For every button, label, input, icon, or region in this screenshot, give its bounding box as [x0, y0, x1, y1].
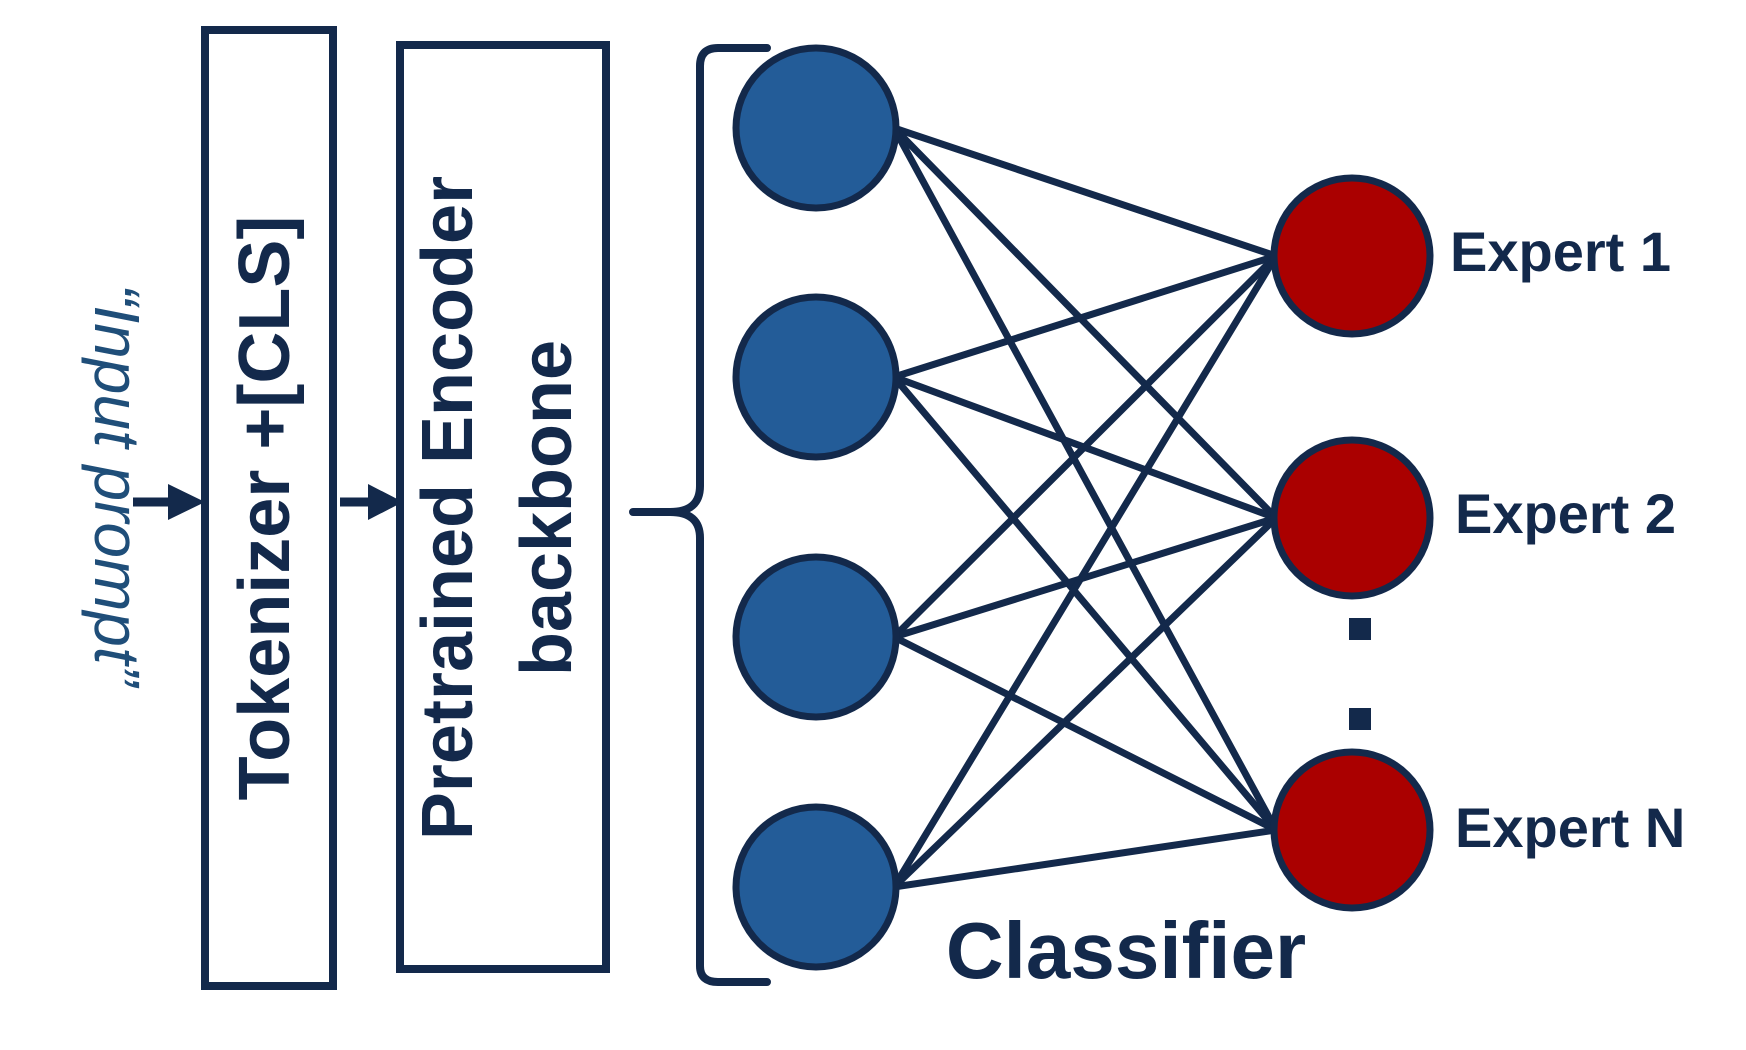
- expert-label-2: Expert 2: [1455, 482, 1676, 545]
- ellipsis-dot-1: [1349, 618, 1371, 640]
- classifier-edges: [890, 124, 1280, 891]
- encoder-label-line1: Pretrained Encoder: [408, 176, 488, 840]
- edge-input-4-to-expert-3: [890, 826, 1280, 891]
- classifier-label: Classifier: [946, 906, 1306, 995]
- tokenizer-label: Tokenizer +[CLS]: [225, 216, 305, 801]
- expert-label-n: Expert N: [1455, 796, 1685, 859]
- tokenizer-box: [201, 26, 337, 990]
- input-node-4: [732, 803, 900, 971]
- edge-input-3-to-expert-1: [890, 252, 1280, 641]
- arrow-prompt-to-tokenizer: [133, 484, 205, 520]
- arrow-tokenizer-to-encoder: [340, 484, 403, 520]
- input-prompt-text: “Input prompt”: [81, 284, 153, 689]
- input-node-3: [732, 553, 900, 721]
- expert-node-n: [1270, 748, 1434, 912]
- edge-input-3-to-expert-3: [890, 633, 1280, 834]
- edge-input-2-to-expert-1: [890, 252, 1280, 381]
- ellipsis-dot-2: [1349, 708, 1371, 730]
- encoder-box: [396, 41, 610, 973]
- input-nodes: [732, 44, 900, 971]
- expert-label-1: Expert 1: [1450, 220, 1671, 283]
- edge-input-4-to-expert-1: [890, 252, 1280, 891]
- input-group-brace: [629, 44, 771, 986]
- expert-node-1: [1270, 174, 1434, 338]
- edge-input-1-to-expert-2: [890, 124, 1280, 522]
- edge-input-1-to-expert-3: [890, 124, 1280, 834]
- edge-input-1-to-expert-1: [890, 124, 1280, 260]
- expert-nodes: [1270, 174, 1434, 912]
- edge-input-4-to-expert-2: [890, 514, 1280, 891]
- edge-input-2-to-expert-3: [890, 373, 1280, 834]
- expert-node-2: [1270, 436, 1434, 600]
- encoder-label-line2: backbone: [507, 340, 587, 676]
- input-node-1: [732, 44, 900, 212]
- input-node-2: [732, 293, 900, 461]
